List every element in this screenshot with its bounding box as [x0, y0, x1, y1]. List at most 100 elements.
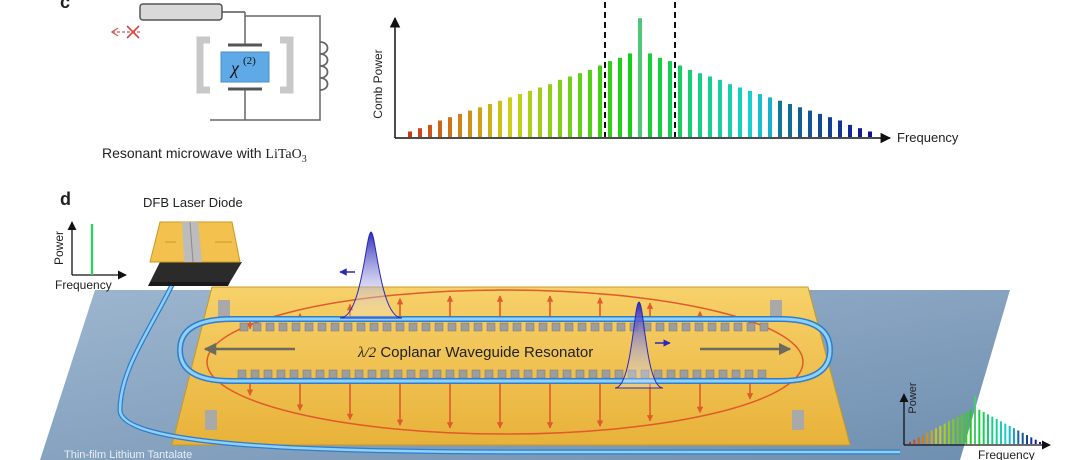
inset-output-bar	[987, 414, 989, 444]
comb-bar	[638, 18, 642, 138]
comb-bar	[498, 100, 502, 137]
inset-output-bar	[1034, 439, 1037, 444]
inset-output-bar	[1021, 432, 1024, 444]
comb-bar	[818, 113, 822, 137]
inset-output-bar	[935, 428, 937, 444]
comb-bar	[858, 128, 862, 137]
blocked-cross-icon	[126, 25, 140, 39]
circuit-caption: Resonant microwave with LiTaO3	[102, 145, 307, 165]
comb-bar	[428, 124, 432, 137]
comb-bar	[718, 79, 722, 137]
inset-output-bar	[961, 414, 963, 444]
comb-bar	[598, 65, 602, 137]
comb-bar	[688, 69, 692, 137]
panel-c-letter: c	[60, 0, 70, 12]
pad-tr	[770, 300, 782, 320]
pad-br	[792, 410, 804, 430]
inset-output-bar	[909, 442, 911, 444]
chart-y-label: Comb Power	[371, 49, 385, 118]
comb-bar	[548, 84, 552, 137]
comb-bar	[788, 104, 792, 137]
inset-output-bar	[926, 432, 929, 444]
inset-input-xlabel: Frequency	[55, 278, 112, 292]
comb-bar	[528, 90, 532, 137]
inset-output-bar	[952, 419, 955, 444]
comb-bar	[458, 113, 462, 137]
comb-bar	[658, 57, 662, 137]
substrate-label: Thin-film Lithium Tantalate	[64, 449, 192, 460]
inset-input-spectrum: Power Frequency	[52, 221, 127, 292]
comb-bar	[488, 104, 492, 137]
circuit-diagram: χ (2)	[110, 3, 329, 121]
coax-probe	[139, 3, 223, 21]
inset-output-bar	[939, 425, 942, 444]
comb-bar	[558, 79, 562, 137]
bus-waveguide	[118, 284, 900, 454]
inset-output-bar	[995, 419, 998, 444]
inset-output-bar	[1008, 425, 1011, 444]
comb-power-chart: Comb Power Frequency	[371, 2, 959, 145]
inset-output-bar	[1004, 423, 1007, 444]
comb-bar	[518, 94, 522, 137]
comb-bar	[408, 131, 412, 137]
inset-output-ylabel: Power	[907, 382, 919, 414]
inset-output-bar	[1000, 421, 1002, 444]
pad-bl	[205, 410, 217, 430]
resonator-label: λ/2 Coplanar Waveguide Resonator	[357, 344, 593, 361]
inset-output-bar	[956, 416, 959, 444]
comb-bar	[838, 120, 842, 137]
comb-bar	[728, 84, 732, 137]
inset-output-bar	[1030, 437, 1033, 444]
laser-label: DFB Laser Diode	[143, 195, 243, 210]
field-ellipse	[206, 289, 804, 435]
inset-output-spectrum: Power Frequency	[899, 382, 1051, 460]
inset-output-bar	[1026, 435, 1028, 444]
comb-bar	[578, 73, 582, 137]
comb-bar	[508, 97, 512, 137]
comb-bar	[798, 107, 802, 137]
comb-bar	[808, 110, 812, 137]
inset-output-bar	[978, 409, 981, 444]
mirror-right	[280, 36, 294, 94]
inset-output-bar	[917, 437, 920, 444]
comb-bar	[738, 87, 742, 137]
comb-bar	[418, 128, 422, 137]
dfb-laser-diode	[148, 221, 242, 286]
mirror-left	[196, 36, 210, 94]
inset-output-bar	[943, 423, 946, 444]
comb-bar	[628, 53, 632, 137]
comb-bar	[868, 131, 872, 137]
chi2-crystal	[220, 51, 270, 83]
comb-bar	[668, 61, 672, 137]
comb-bar	[768, 97, 772, 137]
chi2-superscript: (2)	[243, 55, 256, 67]
inset-output-bar	[1013, 428, 1015, 444]
inset-output-bar	[982, 412, 985, 444]
comb-bar	[478, 107, 482, 137]
comb-bar	[828, 117, 832, 137]
racetrack-waveguide	[178, 317, 832, 383]
comb-bar	[748, 90, 752, 137]
comb-bar	[568, 76, 572, 137]
comb-bar	[588, 69, 592, 137]
comb-bar	[648, 53, 652, 137]
inset-output-bar	[1039, 442, 1041, 444]
chart-x-label: Frequency	[897, 130, 959, 145]
comb-bar	[778, 100, 782, 137]
comb-bar	[698, 73, 702, 137]
comb-bar	[468, 110, 472, 137]
inductor-coil	[319, 41, 329, 91]
inset-output-bar	[965, 412, 968, 444]
inset-input-ylabel: Power	[52, 231, 66, 265]
comb-bar	[448, 117, 452, 137]
inset-output-bar	[1017, 430, 1020, 444]
pulse-bottom	[614, 301, 664, 389]
comb-bar	[678, 65, 682, 137]
comb-bar	[618, 57, 622, 137]
chi2-symbol: χ	[229, 58, 240, 78]
comb-bars	[408, 18, 872, 138]
comb-bar	[708, 76, 712, 137]
gold-electrode	[171, 286, 851, 446]
inset-output-bar	[930, 430, 933, 444]
